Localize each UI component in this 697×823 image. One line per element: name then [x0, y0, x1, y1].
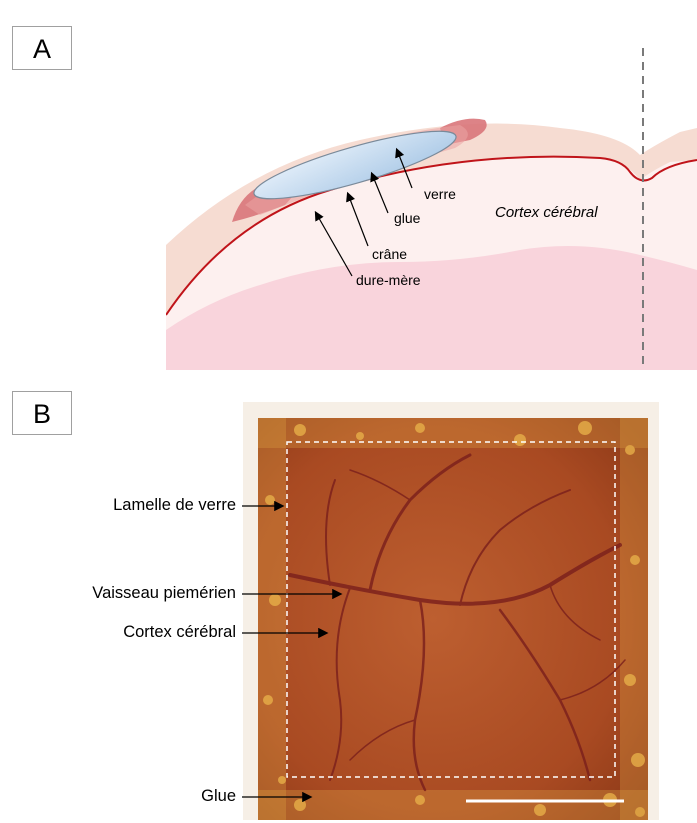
label-lamelle: Lamelle de verre	[113, 496, 236, 515]
label-cortex-b: Cortex cérébral	[123, 623, 236, 642]
label-glue-b: Glue	[201, 787, 236, 806]
label-vaisseau: Vaisseau piemérien	[92, 584, 236, 603]
cortex-photo	[258, 418, 648, 820]
